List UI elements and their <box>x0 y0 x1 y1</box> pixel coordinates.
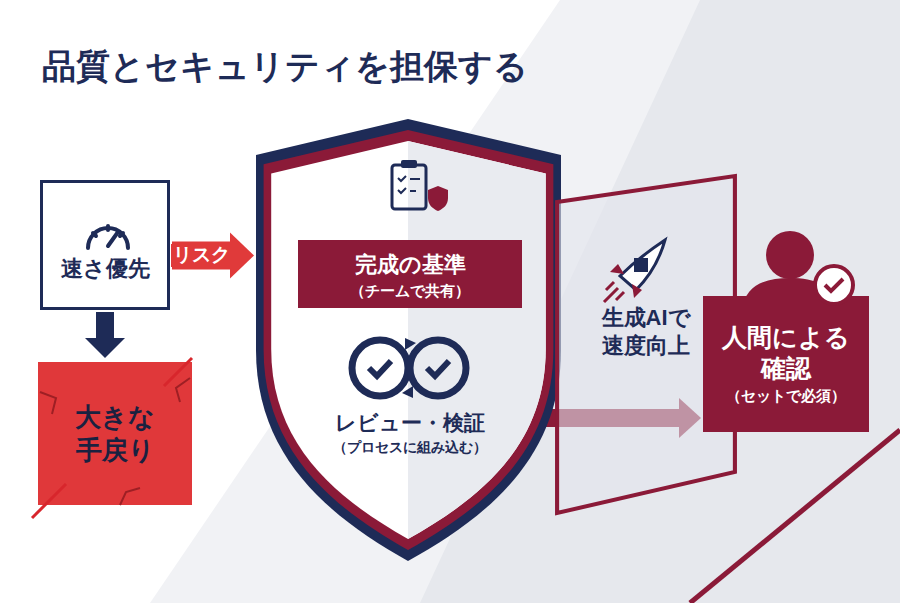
clipboard-shield-icon <box>392 160 448 211</box>
gauge-icon <box>88 226 128 248</box>
human-check-box: 人間による 確認 （セットで必須） <box>703 296 869 432</box>
background-band <box>150 0 900 603</box>
node-text: 速さ優先 <box>61 255 150 283</box>
check-badge-icon <box>815 266 853 304</box>
node-text: 完成の基準 <box>355 251 466 279</box>
node-subtext: （チームで共有） <box>350 282 470 301</box>
rocket-icon <box>604 240 665 302</box>
criteria-banner: 完成の基準 （チームで共有） <box>298 240 522 308</box>
cross-out-line <box>32 358 192 518</box>
speed-box: 速さ優先 <box>40 180 170 310</box>
node-subtext: （プロセスに組み込む） <box>333 439 487 457</box>
crack-lines <box>40 378 190 505</box>
node-text: 大きな 手戻り <box>44 401 186 466</box>
connector-arrow <box>85 312 125 358</box>
diagram-title: 品質とセキュリティを担保する <box>42 44 528 90</box>
infinity-check-icon <box>352 338 466 398</box>
node-text: レビュー・検証 <box>335 410 485 436</box>
review-node: レビュー・検証 （プロセスに組み込む） <box>296 330 524 480</box>
ai-panel: 生成AIで 速度向上 <box>553 172 739 517</box>
node-text: 生成AIで 速度向上 <box>559 304 733 359</box>
shield: 完成の基準 （チームで共有） レビュー・検証 （プロセスに組み込む） <box>246 115 571 565</box>
node-subtext: （セットで必須） <box>726 387 846 406</box>
connector-label: リスク <box>171 244 232 267</box>
rework-block: 大きな 手戻り <box>38 362 192 505</box>
node-text: 人間による 確認 <box>709 322 863 385</box>
shield-outline <box>246 115 571 565</box>
